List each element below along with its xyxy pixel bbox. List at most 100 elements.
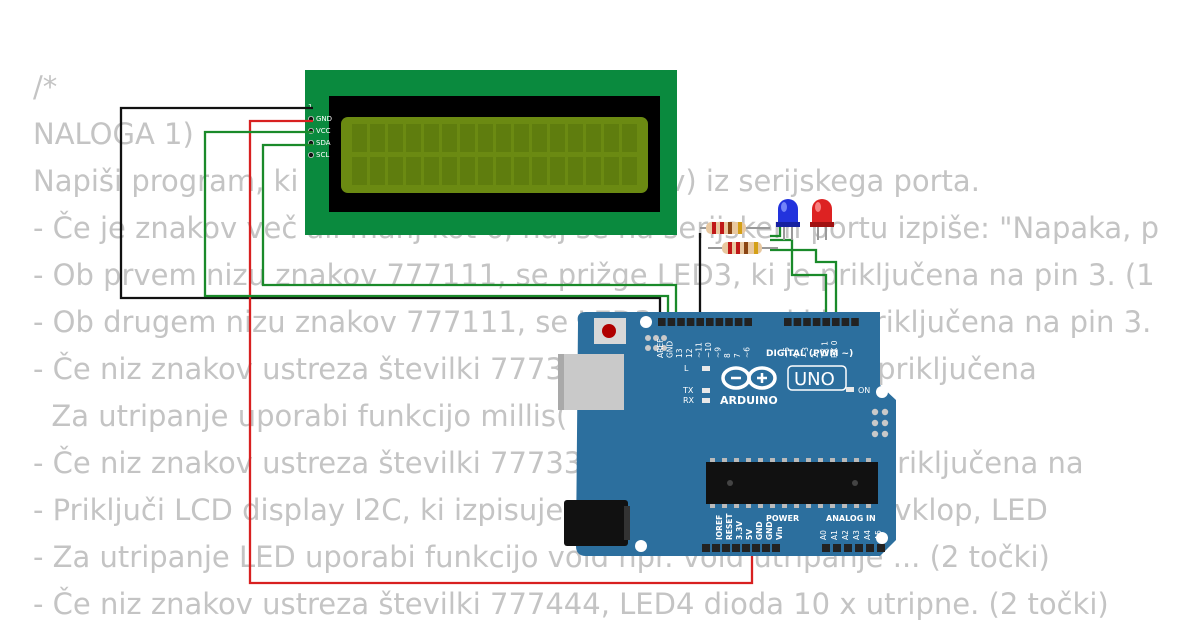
- usb-connector: [558, 354, 624, 410]
- lcd-cell: [460, 157, 475, 185]
- rx-label: RX: [683, 396, 695, 405]
- digital-label: DIGITAL (PWM ~): [766, 349, 853, 359]
- icsp-pin: [645, 345, 651, 351]
- lcd-cell: [388, 124, 403, 152]
- header-pin: [772, 544, 780, 552]
- header-pin: [832, 318, 840, 326]
- power-pin-label: 3.3V: [735, 521, 744, 540]
- digital-pin-label: ~9: [714, 347, 723, 358]
- lcd-cell: [622, 157, 637, 185]
- header-pin: [866, 544, 874, 552]
- lcd-cell: [442, 157, 457, 185]
- header-pin: [722, 544, 730, 552]
- lcd-pin-label: VCC: [316, 127, 331, 135]
- icsp-pin: [661, 335, 667, 341]
- icsp-pin: [871, 430, 879, 438]
- code-line: - Ob drugem nizu znakov 777111, se LED3 …: [33, 305, 1152, 339]
- icsp-pin: [871, 408, 879, 416]
- lcd-cell: [370, 124, 385, 152]
- header-pin: [742, 544, 750, 552]
- lcd-cell: [442, 124, 457, 152]
- lcd-cell: [550, 124, 565, 152]
- header-pin: [686, 318, 695, 326]
- power-pin-label: IOREF: [715, 515, 724, 540]
- wire-scl-green: [261, 143, 678, 322]
- digital-pin-label: 12: [685, 348, 694, 358]
- analog-pin-label: A2: [841, 530, 850, 540]
- mounting-hole: [876, 532, 888, 544]
- resistor-1[interactable]: [700, 222, 770, 234]
- wire-led-blue: [770, 238, 828, 322]
- mounting-hole: [635, 540, 647, 552]
- code-line: NALOGA 1): [33, 117, 194, 151]
- l-label: L: [684, 364, 689, 373]
- digital-pin-label: AREF: [656, 339, 665, 358]
- icsp-header: [645, 335, 667, 351]
- mounting-hole: [640, 316, 652, 328]
- code-line: /*: [33, 70, 58, 104]
- digital-pin-header: [658, 318, 859, 326]
- lcd-cell: [460, 124, 475, 152]
- analog-pin-label: A4: [863, 530, 872, 540]
- icsp-pin: [871, 419, 879, 427]
- header-pin: [822, 544, 830, 552]
- code-line: - Če niz znakov ustreza številki 777444,…: [33, 587, 1109, 621]
- lcd-cell: [478, 124, 493, 152]
- arduino-logo-icon: [721, 366, 777, 390]
- header-pin: [833, 544, 841, 552]
- lcd-cell: [514, 157, 529, 185]
- led-red[interactable]: [810, 199, 834, 240]
- icsp-pin: [653, 335, 659, 341]
- lcd-cell: [568, 157, 583, 185]
- arduino-model: UNO: [794, 369, 835, 390]
- wires: [119, 106, 838, 585]
- mounting-hole: [876, 386, 888, 398]
- lcd-cell: [532, 124, 547, 152]
- header-pin: [803, 318, 811, 326]
- power-analog-pin-header: [702, 544, 885, 552]
- digital-pin-label: ~10: [704, 342, 713, 358]
- header-pin: [793, 318, 802, 326]
- lcd-cell: [388, 157, 403, 185]
- header-pin: [784, 318, 792, 326]
- header-pin: [822, 318, 830, 326]
- icsp-pin: [653, 345, 659, 351]
- led-blue[interactable]: [776, 199, 800, 240]
- lcd-cell: [604, 124, 619, 152]
- lcd-pin-label: SDA: [316, 139, 331, 147]
- header-pin: [725, 318, 733, 326]
- header-pin: [844, 544, 852, 552]
- lcd-cell: [352, 124, 367, 152]
- analog-label: ANALOG IN: [826, 514, 876, 523]
- power-pin-label: RESET: [725, 513, 734, 540]
- lcd-cell: [406, 124, 421, 152]
- code-line: - Ob prvem nizu znakov 777111, se prižge…: [33, 258, 1155, 292]
- analog-pin-label: A0: [819, 530, 828, 540]
- lcd-cell: [496, 124, 511, 152]
- resistor-2[interactable]: [708, 242, 778, 254]
- header-pin: [841, 318, 850, 326]
- header-pin: [712, 544, 720, 552]
- digital-pin-label: 13: [675, 348, 684, 358]
- wire-gnd-black: [119, 106, 662, 322]
- code-line: Za utripanje uporabi funkcijo millis(: [33, 399, 568, 433]
- digital-pin-label: 4: [792, 353, 801, 358]
- icsp-pin: [645, 335, 651, 341]
- atmega-chip: [706, 458, 878, 508]
- lcd-pin-label: SCL: [316, 151, 329, 159]
- code-line: - Za utripanje LED uporabi funkcijo void…: [33, 540, 1050, 574]
- lcd-character-cells: [352, 124, 637, 185]
- icsp-pin: [881, 408, 889, 416]
- header-pin: [658, 318, 666, 326]
- digital-pin-label: GND: [666, 341, 675, 358]
- reset-button[interactable]: [594, 318, 626, 344]
- header-pin: [702, 544, 710, 552]
- power-pin-label: Vin: [775, 526, 784, 540]
- on-label: ON: [858, 386, 870, 395]
- lcd-pin: [307, 151, 314, 158]
- lcd-cell: [406, 157, 421, 185]
- lcd-cell: [586, 124, 601, 152]
